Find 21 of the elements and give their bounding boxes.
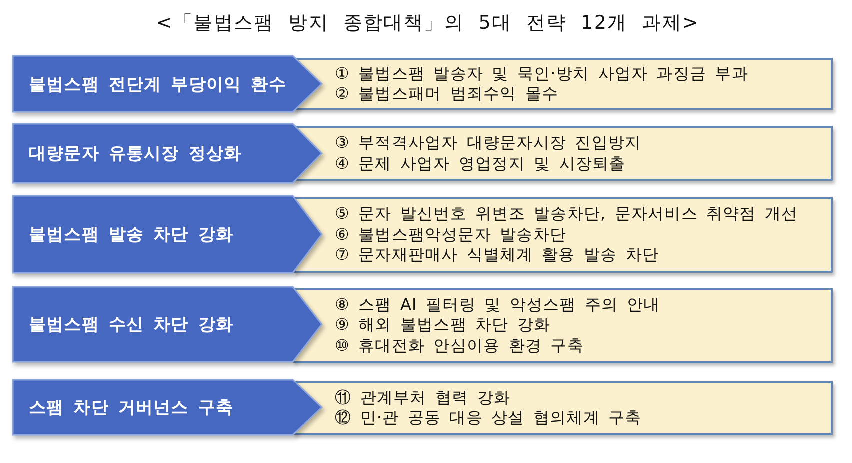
- strategy-banner: 대량문자 유통시장 정상화: [13, 124, 322, 183]
- task-item: ⑨ 해외 불법스팸 차단 강화: [335, 315, 551, 336]
- task-item: ② 불법스패머 범죄수익 몰수: [335, 84, 559, 104]
- task-box: [293, 381, 833, 435]
- task-item: ⑧ 스팸 AI 필터링 및 악성스팸 주의 안내: [335, 294, 660, 316]
- task-item: ⑥ 불법스팸악성문자 발송차단: [335, 224, 567, 246]
- task-item: ③ 부적격사업자 대량문자시장 진입방지: [335, 133, 642, 154]
- task-item: ④ 문제 사업자 영업정지 및 시장퇴출: [335, 154, 626, 174]
- diagram-title: <「불법스팸 방지 종합대책」의 5대 전략 12개 과제>: [156, 11, 700, 35]
- task-item: ⑦ 문자재판매사 식별체계 활용 발송 차단: [335, 245, 659, 266]
- task-box: [293, 197, 833, 273]
- strategy-banner: 스팸 차단 거버넌스 구축: [13, 380, 322, 435]
- task-item: ⑫ 민·관 공동 대응 상설 협의체계 구축: [335, 408, 642, 428]
- task-item: ⑩ 휴대전화 안심이용 환경 구축: [335, 336, 584, 356]
- task-item: ⑤ 문자 발신번호 위변조 발송차단, 문자서비스 취약점 개선: [335, 204, 798, 225]
- task-box: [293, 288, 833, 363]
- strategy-banner: 불법스팸 수신 차단 강화: [13, 287, 322, 362]
- strategy-banner: 불법스팸 전단계 부당이익 환수: [13, 56, 322, 112]
- task-item: ⑪ 관계부처 협력 강화: [335, 388, 510, 408]
- task-item: ① 불법스팸 발송자 및 묵인·방치 사업자 과징금 부과: [335, 64, 748, 84]
- strategy-banner: 불법스팸 발송 차단 강화: [13, 196, 322, 273]
